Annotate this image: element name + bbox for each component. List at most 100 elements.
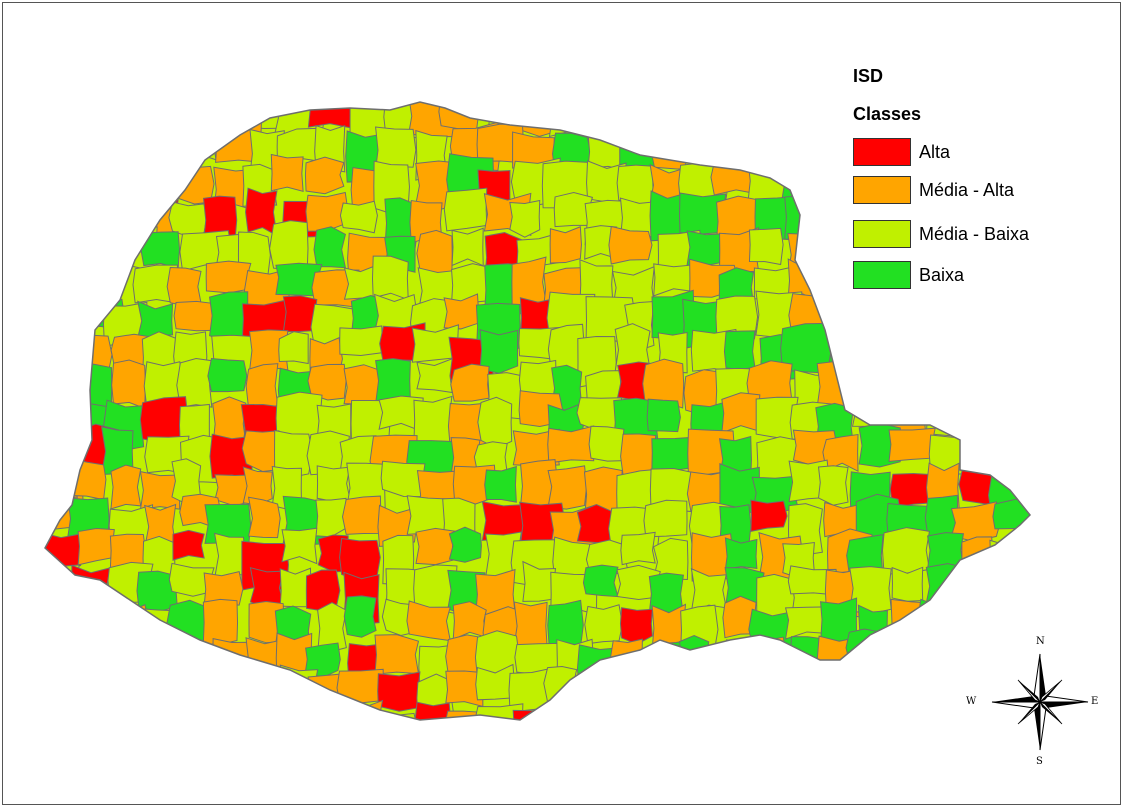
municipality-region [961,536,994,576]
municipality-region [619,607,653,645]
municipality-region [137,132,188,176]
municipality-region [305,642,341,679]
municipality-region [375,126,417,171]
municipality-region [176,357,213,408]
legend-swatch [853,138,911,166]
municipality-region [214,703,259,720]
municipality-region [920,289,963,331]
municipality-region [883,335,918,377]
municipality-region [139,470,181,510]
municipality-region [861,676,895,720]
municipality-region [716,701,760,720]
municipality-region [996,562,1030,603]
municipality-region [1032,574,1078,622]
municipality-region [993,300,1030,333]
municipality-region [713,669,757,719]
municipality-region [350,699,384,720]
municipality-region [509,199,541,238]
municipality-region [643,499,688,538]
municipality-region [951,121,983,174]
municipality-region [752,130,800,174]
municipality-region [850,709,885,720]
municipality-region [817,465,849,506]
municipality-region [102,671,133,711]
municipality-region [245,677,297,711]
municipality-region [374,634,420,675]
municipality-region [608,225,653,265]
municipality-region [887,293,925,339]
municipality-region [45,321,75,378]
municipality-region [782,707,824,720]
municipality-region [1019,608,1030,661]
municipality-region [45,428,73,473]
municipality-region [983,329,1030,374]
municipality-region [140,231,180,270]
municipality-region [582,564,619,598]
municipality-region [1019,402,1030,451]
municipality-region [1022,458,1030,509]
municipality-region [954,333,1003,375]
compass-west-label: W [966,696,977,707]
municipality-region [890,598,934,651]
municipality-region [579,102,621,130]
municipality-region [371,255,409,301]
municipality-region [170,102,209,132]
municipality-region [413,395,453,448]
municipality-region [963,432,1006,469]
municipality-region [112,102,151,143]
municipality-region [317,602,347,655]
municipality-region [915,333,950,371]
municipality-region [642,358,685,409]
municipality-region [814,226,851,280]
municipality-region [646,398,681,433]
municipality-region [103,160,145,206]
municipality-region [316,465,351,502]
municipality-region [406,600,451,642]
legend-label: Média - Baixa [919,224,1030,244]
municipality-region [203,571,244,607]
legend-swatch [853,261,911,289]
municipality-region [100,127,147,174]
legend-label: Média - Alta [919,180,1015,200]
municipality-region [69,600,118,640]
compass-north-label: N [1036,636,1045,647]
municipality-region [307,363,347,401]
municipality-region [819,697,863,720]
municipality-region [823,290,868,335]
municipality-region [247,496,281,539]
municipality-region [1022,257,1030,296]
municipality-region [45,628,86,672]
municipality-region [477,396,513,449]
municipality-region [618,676,661,715]
municipality-region [923,631,965,679]
municipality-region [110,604,150,644]
municipality-region [448,526,482,563]
municipality-region [484,465,517,503]
municipality-region [65,457,107,501]
municipality-region [1023,131,1030,174]
municipality-region [173,675,211,720]
municipality-region [213,532,246,580]
municipality-region [757,699,805,720]
municipality-region [145,710,182,720]
municipality-region [880,673,932,711]
municipality-region [166,267,202,307]
municipality-region [1017,159,1030,212]
municipality-region [787,102,826,133]
municipality-region [67,162,101,200]
municipality-region [474,703,524,720]
state-outline [44,101,1032,721]
municipality-region [212,638,252,687]
municipality-region [174,702,209,720]
municipality-region [139,102,186,137]
municipality-region [443,187,488,232]
municipality-region [584,604,623,645]
municipality-region [748,227,784,266]
municipality-region [281,527,318,565]
municipality-region [588,425,625,462]
municipality-region [111,359,146,410]
municipality-region [45,193,74,234]
municipality-region [70,196,106,248]
municipality-region [781,159,819,201]
